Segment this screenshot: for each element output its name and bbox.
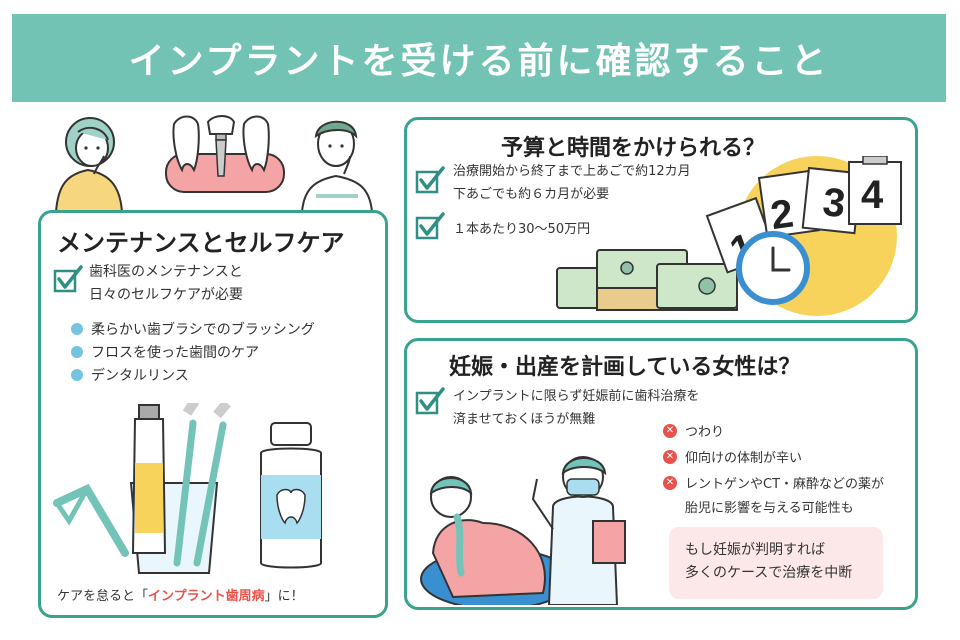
warning-text: ケアを怠ると「インプラント歯周病」に！	[57, 585, 304, 604]
page-title: インプラントを受ける前に確認すること	[128, 41, 830, 82]
budget-title: 予算と時間をかけられる？	[501, 136, 766, 161]
checkbox-icon	[415, 387, 445, 415]
bullet-dot-icon	[71, 346, 83, 358]
checkbox-icon	[53, 265, 83, 293]
toothpaste-icon	[131, 404, 167, 554]
floss-pick-icon	[53, 483, 129, 557]
maintenance-title: メンテナンスとセルフケア	[57, 229, 345, 257]
mouthwash-bottle-icon	[260, 422, 322, 569]
reason-text: レントゲンやCT・麻酔などの薬が	[685, 477, 885, 492]
warning-suffix: 」に！	[264, 589, 304, 604]
bullet-text: フロスを使った歯間のケア	[91, 345, 259, 361]
bullet-dot-icon	[71, 369, 83, 381]
pregnant-woman-icon	[420, 476, 574, 605]
oral-care-products-illustration	[53, 403, 322, 574]
reason-text: 胎児に影響を与える可能性も	[685, 501, 854, 516]
calendar-number: 4	[861, 173, 884, 217]
note-line1: もし妊娠が判明すれば	[685, 542, 825, 558]
budget-time-illustration: 1 2 3 4	[556, 156, 902, 316]
x-mark-icon: ✕	[663, 423, 677, 438]
x-mark-icon: ✕	[663, 449, 677, 464]
reason-text: つわり	[685, 425, 725, 440]
pregnancy-panel: 妊娠・出産を計画している女性は？ インプラントに限らず妊娠前に歯科治療を 済ませ…	[404, 338, 918, 610]
money-stack-icon	[556, 249, 738, 311]
interruption-note: もし妊娠が判明すれば 多くのケースで治療を中断	[669, 527, 883, 599]
maintenance-panel: メンテナンスとセルフケア 歯科医のメンテナンスと 日々のセルフケアが必要 柔らか…	[38, 210, 388, 618]
maintenance-check-line2: 日々のセルフケアが必要	[89, 287, 243, 303]
man-thinking-icon	[300, 120, 374, 212]
woman-thinking-icon	[54, 117, 124, 212]
teeth-implant-icon	[165, 115, 285, 193]
budget-check1-line2: 下あごでも約６カ月が必要	[453, 187, 610, 202]
note-line2: 多くのケースで治療を中断	[685, 565, 853, 581]
pregnancy-title: 妊娠・出産を計画している女性は？	[449, 355, 801, 380]
checkbox-icon	[415, 166, 445, 194]
warning-highlight: インプラント歯周病	[148, 589, 265, 604]
reason-continuation: 胎児に影響を与える可能性も	[685, 497, 854, 516]
bullet-item: デンタルリンス	[71, 365, 189, 385]
budget-panel: 予算と時間をかけられる？ 治療開始から終了まで上あごで約12カ月 下あごでも約６…	[404, 117, 918, 323]
bullet-item: 柔らかい歯ブラシでのブラッシング	[71, 319, 315, 339]
maintenance-check-line1: 歯科医のメンテナンスと	[89, 264, 243, 280]
reason-item: ✕ つわり	[663, 421, 724, 440]
pregnant-woman-doctor-illustration	[420, 456, 626, 605]
reason-item: ✕ 仰向けの体制が辛い	[663, 447, 802, 466]
toothbrush-icon	[173, 403, 231, 567]
reason-text: 仰向けの体制が辛い	[685, 451, 803, 466]
clock-icon	[736, 231, 810, 305]
people-teeth-illustration	[54, 115, 374, 212]
warning-prefix: ケアを怠ると「	[57, 589, 149, 604]
bullet-text: デンタルリンス	[91, 368, 189, 384]
title-banner: インプラントを受ける前に確認すること	[12, 14, 946, 102]
calendar-number: 3	[821, 180, 848, 226]
bullet-dot-icon	[71, 323, 83, 335]
budget-check1-line1: 治療開始から終了まで上あごで約12カ月	[453, 164, 691, 179]
budget-check2: １本あたり30〜50万円	[453, 222, 591, 237]
pregnancy-check-line1: インプラントに限らず妊娠前に歯科治療を	[453, 389, 700, 404]
bullet-item: フロスを使った歯間のケア	[71, 342, 259, 362]
bullet-text: 柔らかい歯ブラシでのブラッシング	[91, 322, 315, 338]
doctor-icon	[531, 456, 626, 605]
calendar-page-icon	[848, 156, 902, 225]
pregnancy-check-line2: 済ませておくほうが無難	[453, 412, 596, 427]
reason-item: ✕ レントゲンやCT・麻酔などの薬が	[663, 473, 884, 492]
checkbox-icon	[415, 212, 445, 240]
x-mark-icon: ✕	[663, 475, 677, 490]
